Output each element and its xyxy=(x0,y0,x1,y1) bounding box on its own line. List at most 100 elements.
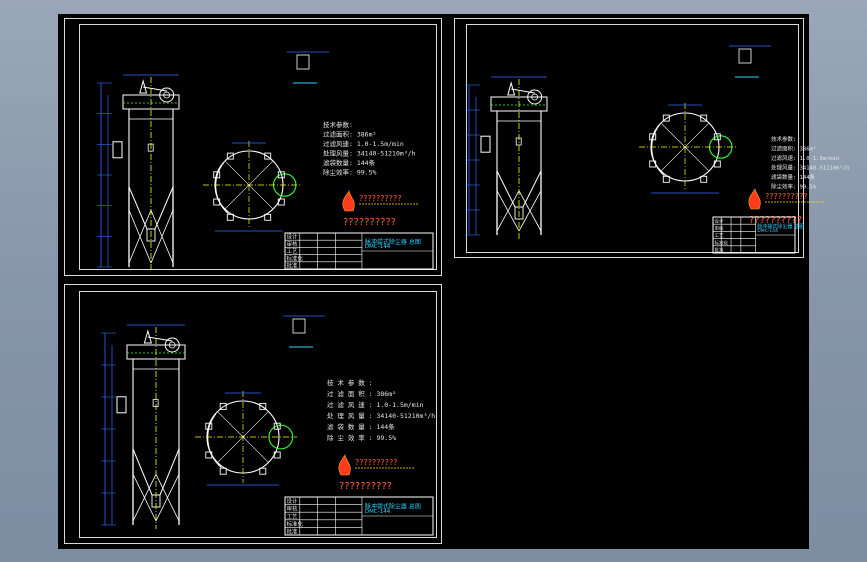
anchor-plate xyxy=(226,152,234,160)
logo-subtitle: ?????????? xyxy=(749,215,802,226)
tech-line: 过滤风速: 1.0-1.5m/min xyxy=(323,139,404,148)
tech-line: 滤袋数量: 144条 xyxy=(771,173,816,181)
anchor-plate xyxy=(662,114,670,122)
anchor-plate xyxy=(259,402,267,410)
inlet-arc xyxy=(207,413,222,468)
collector-elevation xyxy=(97,74,180,271)
logo-subtitle: ?????????? xyxy=(339,481,392,492)
detail-box xyxy=(296,54,310,70)
title-block-cell: 批准 xyxy=(287,262,299,270)
title-block-cell: 标准化 xyxy=(287,254,304,262)
anchor-plate xyxy=(213,198,221,206)
anchor-plate xyxy=(273,451,281,459)
anchor-plate xyxy=(213,171,221,179)
title-block-cell: 工艺 xyxy=(287,513,299,520)
anchor-plate xyxy=(713,133,721,141)
detail-box xyxy=(738,48,752,64)
anchor-plate xyxy=(264,213,272,221)
company-logo: ???????????????????? xyxy=(748,188,825,226)
flame-icon xyxy=(748,188,761,210)
drawing-number: DMC-144 xyxy=(365,244,391,250)
title-block-cell: 设计 xyxy=(287,497,299,505)
sheet-border xyxy=(466,24,799,253)
anchor-plate xyxy=(264,152,272,160)
title-block-cell: 批准 xyxy=(287,528,299,536)
brace-3 xyxy=(496,190,520,232)
inlet-arc xyxy=(651,124,665,177)
duct-line xyxy=(511,88,535,94)
brace-3 xyxy=(128,209,152,264)
tech-line: 除尘效率: 99.5% xyxy=(323,168,376,177)
anchor-plate xyxy=(273,422,281,430)
anchor-plate xyxy=(219,467,227,475)
drawing-name: 脉冲袋式除尘器 总图 xyxy=(365,238,421,246)
title-block-cell: 审核 xyxy=(287,240,299,248)
logo-text: ?????????? xyxy=(359,194,401,203)
anchor-plate xyxy=(277,198,285,206)
tech-title: 技术参数: xyxy=(771,135,796,143)
side-door xyxy=(116,396,127,414)
drawing-number: DMC-144 xyxy=(757,228,778,234)
top-housing xyxy=(126,344,186,360)
title-block-cell: 工艺 xyxy=(715,233,724,239)
title-block-cell: 设计 xyxy=(715,218,724,225)
anchor-plate xyxy=(205,422,213,430)
diag-2 xyxy=(224,160,274,210)
brace-4 xyxy=(150,209,174,264)
side-door xyxy=(480,135,491,153)
anchor-plate xyxy=(700,114,708,122)
top-housing xyxy=(122,94,180,110)
brace-4 xyxy=(155,474,180,522)
tech-line: 过滤风速: 1.0-1.5m/min xyxy=(771,154,839,162)
anchor-plate xyxy=(205,451,213,459)
brace-3 xyxy=(132,474,157,522)
duct-line xyxy=(147,336,173,342)
detail-callout xyxy=(283,315,325,348)
tech-line: 过滤面积: 386m² xyxy=(323,130,376,139)
detail-callout xyxy=(729,45,771,78)
side-door xyxy=(112,141,123,159)
tech-line: 滤 袋 数 量 : 144条 xyxy=(327,422,395,431)
title-block-cell: 设计 xyxy=(287,233,299,241)
collector-elevation xyxy=(101,324,186,529)
brace-4 xyxy=(518,190,542,232)
detail-callout xyxy=(287,51,329,84)
title-block-cell: 标准化 xyxy=(715,239,729,246)
drawing-name: 脉冲袋式除尘器 总图 xyxy=(757,223,804,230)
anchor-plate xyxy=(713,160,721,168)
tech-line: 除尘效率: 99.5% xyxy=(771,183,817,191)
diag-2 xyxy=(660,122,710,172)
flame-icon xyxy=(338,454,351,476)
tech-line: 除 尘 效 率 : 99.5% xyxy=(327,433,396,442)
discharge-valve xyxy=(146,228,156,242)
collector-plan-view xyxy=(195,391,297,486)
drawing-number: DMC-144 xyxy=(365,509,391,515)
tech-line: 处理风量: 34140-51210m³/h xyxy=(323,149,416,158)
sheet-border xyxy=(79,291,437,538)
collector-plan-view xyxy=(203,141,300,232)
title-block-cell: 工艺 xyxy=(287,248,299,255)
tech-title: 技术参数: xyxy=(323,120,353,129)
diag-2 xyxy=(217,411,269,463)
company-logo: ???????????????????? xyxy=(338,454,415,492)
title-block-cell: 审核 xyxy=(287,505,299,513)
tech-line: 处理风量: 34140-51210m³/h xyxy=(771,164,849,172)
anchor-plate xyxy=(277,171,285,179)
anchor-plate xyxy=(219,402,227,410)
tech-line: 过 滤 风 速 : 1.0-1.5m/min xyxy=(327,400,424,409)
